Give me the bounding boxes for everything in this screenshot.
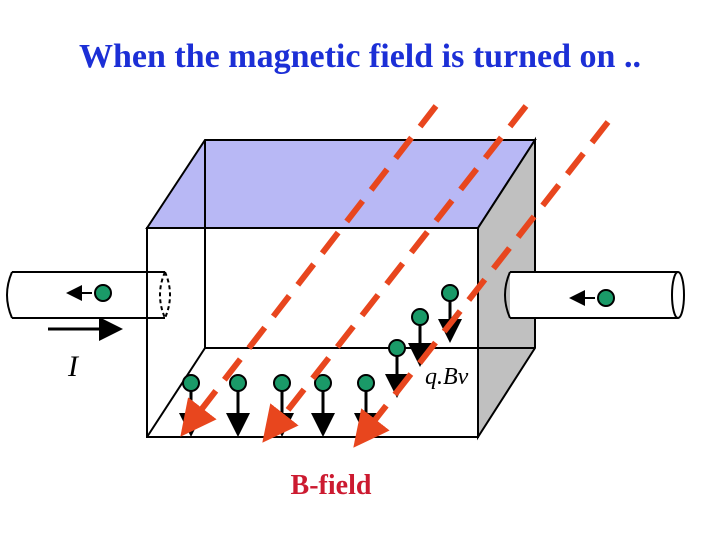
box-front-face (146, 227, 479, 438)
b-field-line-1 (180, 104, 439, 437)
left-wire-charge (66, 284, 112, 302)
right-wire (504, 271, 685, 319)
charge-2 (226, 374, 250, 437)
b-field-line-3 (353, 120, 611, 448)
right-wire-charge (569, 289, 615, 307)
b-field-line-2 (262, 104, 529, 443)
slide-title: When the magnetic field is turned on .. (79, 38, 641, 75)
left-wire (6, 271, 171, 319)
b-field-label: B-field (291, 470, 372, 501)
b-field-lines (180, 104, 611, 448)
charge-4 (311, 374, 335, 437)
charge-7 (408, 308, 432, 367)
box-back-edge-diagonal (146, 347, 206, 438)
current-label: I (67, 350, 80, 383)
force-label: q.Bv (425, 364, 469, 390)
